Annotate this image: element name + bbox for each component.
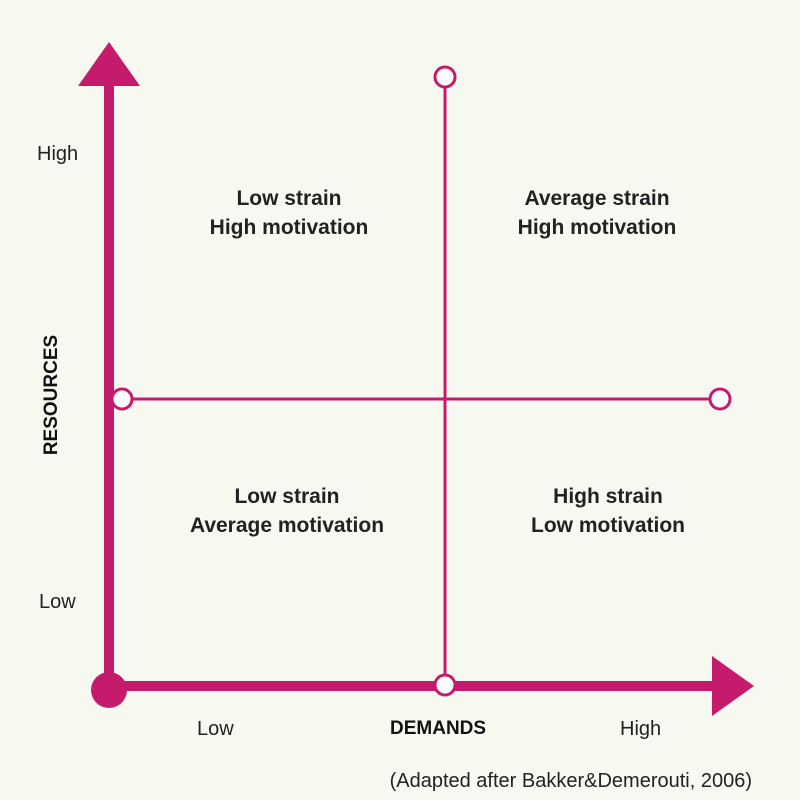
horizontal-divider-left-endpoint — [110, 387, 134, 411]
vertical-divider-bottom-endpoint — [433, 673, 457, 697]
quadrant-bottom-right-line1: High strain — [553, 485, 663, 508]
x-axis-low-label: Low — [197, 718, 234, 740]
source-caption: (Adapted after Bakker&Demerouti, 2006) — [389, 770, 752, 792]
quadrant-top-right: Average strain High motivation — [447, 184, 747, 242]
quadrant-top-left-line2: High motivation — [209, 216, 369, 239]
x-axis-arrowhead — [712, 656, 754, 716]
x-axis-high-label: High — [620, 718, 662, 740]
y-axis-low-label: Low — [39, 591, 76, 613]
quadrant-bottom-left-line2: Average motivation — [189, 514, 385, 537]
quadrant-top-right-line1: Average strain — [524, 187, 670, 210]
vertical-divider-top-endpoint — [433, 65, 457, 89]
quadrant-top-right-line2: High motivation — [517, 216, 677, 239]
quadrant-bottom-right: High strain Low motivation — [458, 482, 758, 540]
quadrant-top-left-line1: Low strain — [236, 187, 342, 210]
quadrant-bottom-right-line2: Low motivation — [531, 514, 685, 537]
horizontal-divider-right-endpoint — [708, 387, 732, 411]
y-axis-high-label: High — [37, 143, 79, 165]
quadrant-bottom-left: Low strain Average motivation — [137, 482, 437, 540]
quadrant-bottom-left-line1: Low strain — [234, 485, 340, 508]
y-axis-title: RESOURCES — [41, 334, 62, 456]
origin-dot — [91, 672, 127, 708]
x-axis-title: DEMANDS — [390, 718, 487, 739]
quadrant-top-left: Low strain High motivation — [139, 184, 439, 242]
y-axis-arrowhead — [78, 42, 140, 86]
